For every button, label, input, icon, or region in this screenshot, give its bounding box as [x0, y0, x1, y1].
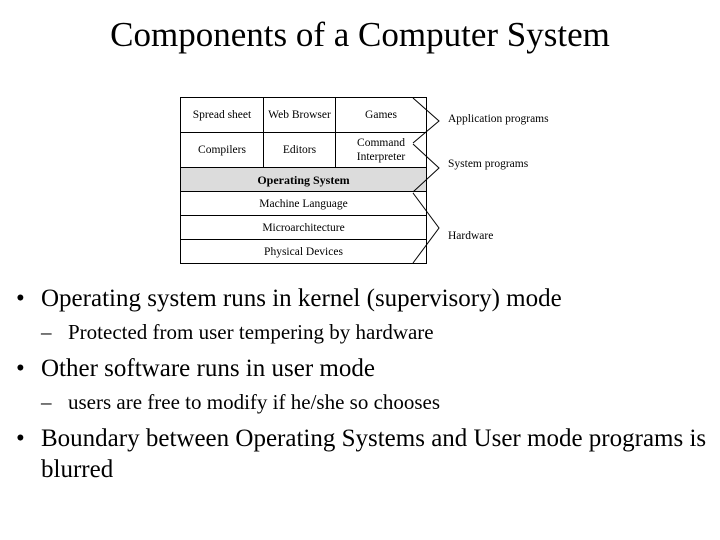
brace-label-system-programs: System programs [448, 158, 529, 170]
page-title: Components of a Computer System [110, 15, 610, 54]
table-row: Compilers Editors Command Interpreter [180, 132, 427, 168]
bullet-dot-icon: • [16, 285, 25, 312]
bullet-dash-icon: – [41, 390, 52, 414]
brace-hardware-icon [412, 192, 440, 264]
brace-application-programs-icon [412, 97, 440, 144]
layer-cell-microarchitecture: Microarchitecture [180, 215, 427, 240]
table-row: Operating System [180, 167, 427, 192]
bullet-user-mode-text: Other software runs in user mode [41, 355, 375, 382]
bullet-list: • Operating system runs in kernel (super… [0, 283, 720, 490]
brace-lines-svg [412, 97, 440, 264]
table-row: Physical Devices [180, 239, 427, 264]
layer-cell-web-browser: Web Browser [263, 97, 336, 133]
table-row: Microarchitecture [180, 215, 427, 240]
layer-cell-command-interpreter: Command Interpreter [335, 132, 427, 168]
subbullet-protected-hardware-text: Protected from user tempering by hardwar… [68, 320, 434, 344]
layer-cell-machine-language: Machine Language [180, 191, 427, 216]
layer-cell-editors: Editors [263, 132, 336, 168]
brace-label-application-programs: Application programs [448, 113, 549, 125]
table-row: Spread sheet Web Browser Games [180, 97, 427, 133]
bullet-kernel-mode: • Operating system runs in kernel (super… [0, 283, 720, 314]
brace-label-hardware: Hardware [448, 230, 494, 242]
subbullet-users-free-modify: – users are free to modify if he/she so … [0, 389, 720, 416]
layer-cell-physical-devices: Physical Devices [180, 239, 427, 264]
computer-system-layers-diagram: Spread sheet Web Browser Games Compilers… [180, 97, 427, 264]
bullet-dot-icon: • [16, 425, 25, 452]
layer-cell-spreadsheet: Spread sheet [180, 97, 264, 133]
subbullet-protected-hardware: – Protected from user tempering by hardw… [0, 319, 720, 346]
layer-cell-compilers: Compilers [180, 132, 264, 168]
bullet-boundary-blurred: • Boundary between Operating Systems and… [0, 423, 720, 485]
layer-cell-operating-system: Operating System [180, 167, 427, 192]
layer-cell-games: Games [335, 97, 427, 133]
brace-group [411, 97, 446, 265]
subbullet-users-free-modify-text: users are free to modify if he/she so ch… [68, 390, 441, 414]
brace-system-programs-icon [412, 143, 440, 193]
bullet-user-mode: • Other software runs in user mode [0, 353, 720, 384]
bullet-dash-icon: – [41, 320, 52, 344]
layer-stack-table: Spread sheet Web Browser Games Compilers… [180, 97, 427, 264]
bullet-dot-icon: • [16, 355, 25, 382]
bullet-kernel-mode-text: Operating system runs in kernel (supervi… [41, 285, 562, 312]
table-row: Machine Language [180, 191, 427, 216]
bullet-boundary-blurred-text: Boundary between Operating Systems and U… [41, 425, 707, 483]
